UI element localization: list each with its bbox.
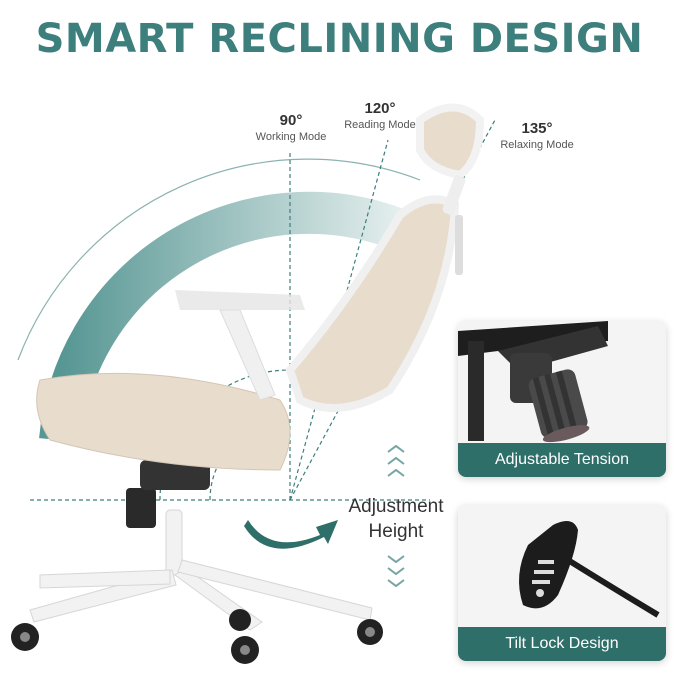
feature-card-tension: Adjustable Tension bbox=[458, 321, 666, 477]
chair-armrest bbox=[175, 290, 305, 310]
recline-arc bbox=[39, 191, 408, 443]
angle-label-90: 90° Working Mode bbox=[244, 112, 338, 143]
adjustment-line1: Adjustment bbox=[348, 496, 444, 517]
height-up-chevrons bbox=[387, 444, 405, 477]
adjustment-line2: Height bbox=[368, 521, 424, 542]
angle-mode: Reading Mode bbox=[344, 119, 416, 131]
feature-caption-tension: Adjustable Tension bbox=[458, 443, 666, 477]
feature-card-tiltlock: Tilt Lock Design bbox=[458, 505, 666, 661]
tilt-lever-icon bbox=[458, 505, 666, 627]
chair-seat bbox=[36, 372, 291, 471]
angle-degree: 120° bbox=[364, 100, 396, 117]
chair-backrest bbox=[285, 195, 460, 412]
angle-degree: 135° bbox=[521, 120, 553, 137]
angle-mode: Working Mode bbox=[255, 131, 327, 143]
angle-degree: 90° bbox=[279, 112, 303, 129]
knob bbox=[528, 369, 590, 443]
page-title: SMART RECLINING DESIGN bbox=[35, 16, 644, 62]
feature-caption-tiltlock: Tilt Lock Design bbox=[458, 627, 666, 661]
chair-headrest bbox=[416, 103, 485, 180]
chair-wheels bbox=[11, 609, 383, 664]
tension-knob-icon bbox=[458, 321, 666, 443]
height-down-chevrons bbox=[387, 555, 405, 588]
adjustment-height-label: Adjustment Height bbox=[340, 494, 452, 544]
curved-arrow-icon bbox=[244, 520, 338, 549]
angle-mode: Relaxing Mode bbox=[500, 139, 574, 151]
angle-label-135: 135° Relaxing Mode bbox=[492, 120, 582, 151]
angle-label-120: 120° Reading Mode bbox=[335, 100, 425, 131]
